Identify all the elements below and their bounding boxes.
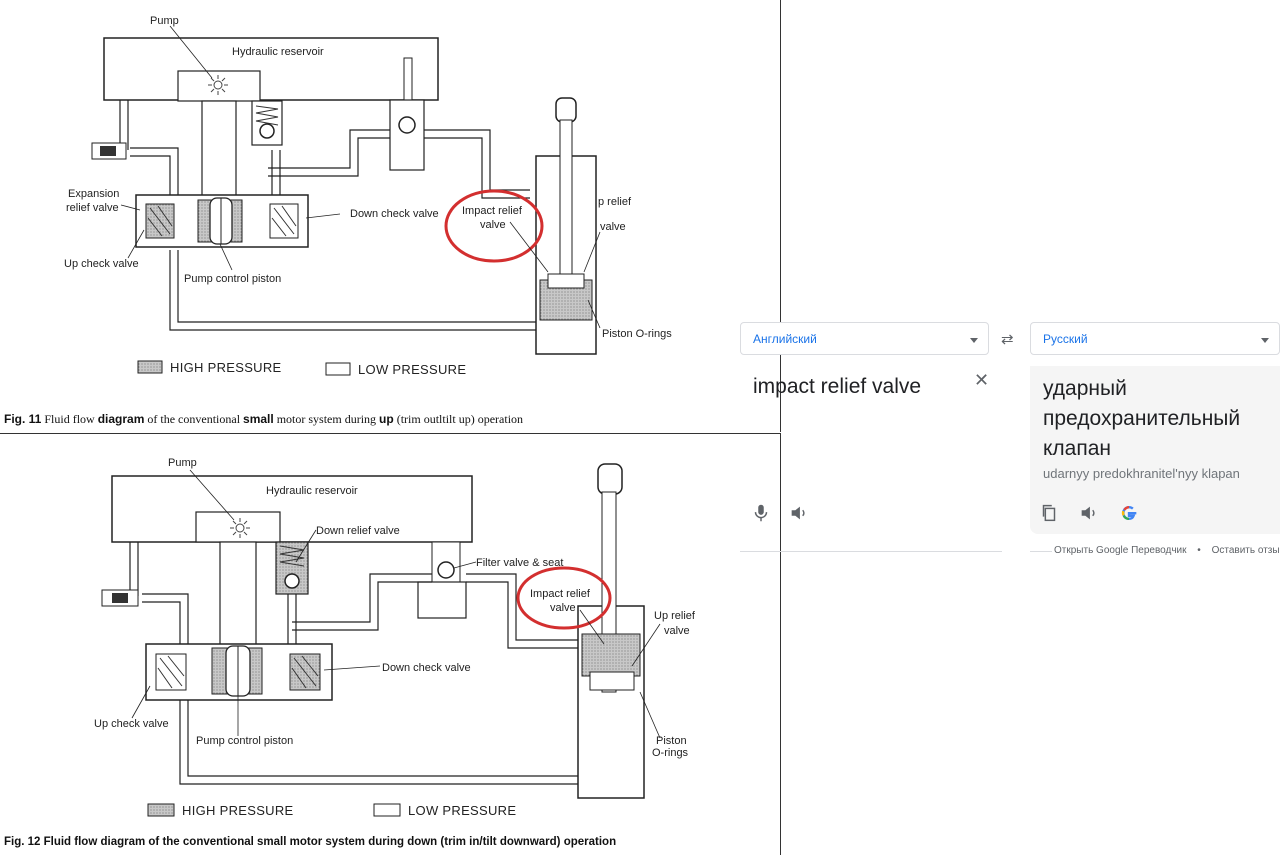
legend-low-label: LOW PRESSURE: [358, 362, 466, 377]
highlight-circle: [516, 566, 612, 630]
label-orings: O-rings: [652, 747, 689, 759]
label-up-relief-2: valve: [664, 625, 690, 637]
speaker-icon[interactable]: [1078, 502, 1100, 524]
translation-result-area: ударный предохранительный клапан udarnyy…: [1030, 366, 1280, 534]
label-impact-relief: Impact relief: [462, 205, 523, 217]
label-impact-relief-2: valve: [550, 602, 576, 614]
target-language-select[interactable]: Русский: [1030, 322, 1280, 355]
label-reservoir: Hydraulic reservoir: [232, 46, 324, 58]
close-icon[interactable]: ✕: [974, 370, 990, 390]
label-up-relief: Up relief: [654, 610, 696, 622]
legend-low-swatch: [373, 803, 401, 817]
source-text-area[interactable]: impact relief valve ✕: [740, 366, 1002, 550]
label-pump: Pump: [168, 457, 197, 469]
label-filter-valve: Filter valve & seat: [476, 557, 563, 569]
microphone-icon[interactable]: [750, 502, 772, 524]
label-pump: Pump: [150, 15, 179, 27]
legend-high-swatch: [147, 803, 175, 817]
feedback-link[interactable]: Оставить отзыв: [1211, 545, 1280, 556]
pump-box: [195, 511, 281, 543]
label-expansion: Expansion: [68, 188, 119, 200]
source-language-label: Английский: [753, 332, 817, 346]
open-translate-link[interactable]: Открыть Google Переводчик: [1054, 545, 1187, 556]
figure-11: Pump Hydraulic reservoir Expansion relie…: [0, 0, 781, 432]
footer-separator: •: [1197, 545, 1201, 556]
legend-high-label: HIGH PRESSURE: [182, 803, 294, 818]
target-language-label: Русский: [1043, 332, 1088, 346]
label-up-check-valve: Up check valve: [64, 258, 139, 270]
translated-text: ударный предохранительный клапан: [1043, 377, 1241, 460]
legend-high-swatch: [137, 360, 163, 374]
source-text[interactable]: impact relief valve: [753, 375, 922, 398]
label-impact-relief: Impact relief: [530, 588, 591, 600]
label-down-check-valve: Down check valve: [350, 208, 439, 220]
label-pump-control-piston: Pump control piston: [184, 273, 281, 285]
figure-11-caption: Fig. 11 Fluid flow diagram of the conven…: [4, 412, 524, 426]
figure-11-diagram: Pump Hydraulic reservoir Expansion relie…: [64, 15, 672, 377]
pump-icon: [230, 518, 250, 538]
label-down-relief-valve: Down relief valve: [316, 525, 400, 537]
copy-icon[interactable]: [1038, 502, 1060, 524]
label-up-relief: p relief: [598, 196, 632, 208]
source-language-select[interactable]: Английский: [740, 322, 989, 355]
label-impact-relief-2: valve: [480, 219, 506, 231]
label-pump-control-piston: Pump control piston: [196, 735, 293, 747]
label-down-check-valve: Down check valve: [382, 662, 471, 674]
reservoir-box: [103, 37, 439, 101]
divider: [740, 551, 1002, 552]
chevron-down-icon: [1261, 338, 1269, 343]
legend-high-label: HIGH PRESSURE: [170, 360, 282, 375]
translate-footer: Открыть Google Переводчик • Оставить отз…: [1052, 545, 1280, 556]
label-piston: Piston: [656, 735, 687, 747]
pump-box: [177, 70, 261, 102]
translate-widget: Английский ⇄ Русский impact relief valve…: [740, 320, 1280, 560]
label-up-check-valve: Up check valve: [94, 718, 169, 730]
chevron-down-icon: [970, 338, 978, 343]
reservoir-box: [111, 475, 473, 543]
pump-icon: [208, 75, 228, 95]
label-reservoir: Hydraulic reservoir: [266, 485, 358, 497]
speaker-icon[interactable]: [788, 502, 810, 524]
label-piston-orings: Piston O-rings: [602, 328, 672, 340]
figure-12-caption: Fig. 12 Fluid flow diagram of the conven…: [4, 836, 617, 848]
figure-12: Pump Hydraulic reservoir Down relief val…: [0, 433, 781, 855]
google-icon[interactable]: [1118, 502, 1140, 524]
label-up-relief-2: valve: [600, 221, 626, 233]
figure-12-diagram: Pump Hydraulic reservoir Down relief val…: [94, 457, 696, 818]
label-expansion-2: relief valve: [66, 202, 119, 214]
highlight-circle: [444, 189, 544, 263]
legend-low-label: LOW PRESSURE: [408, 803, 516, 818]
transliteration-text: udarnyy predokhranitel'nyy klapan: [1043, 466, 1240, 481]
legend-low-swatch: [325, 362, 351, 376]
swap-arrows-icon[interactable]: ⇄: [1001, 331, 1014, 348]
